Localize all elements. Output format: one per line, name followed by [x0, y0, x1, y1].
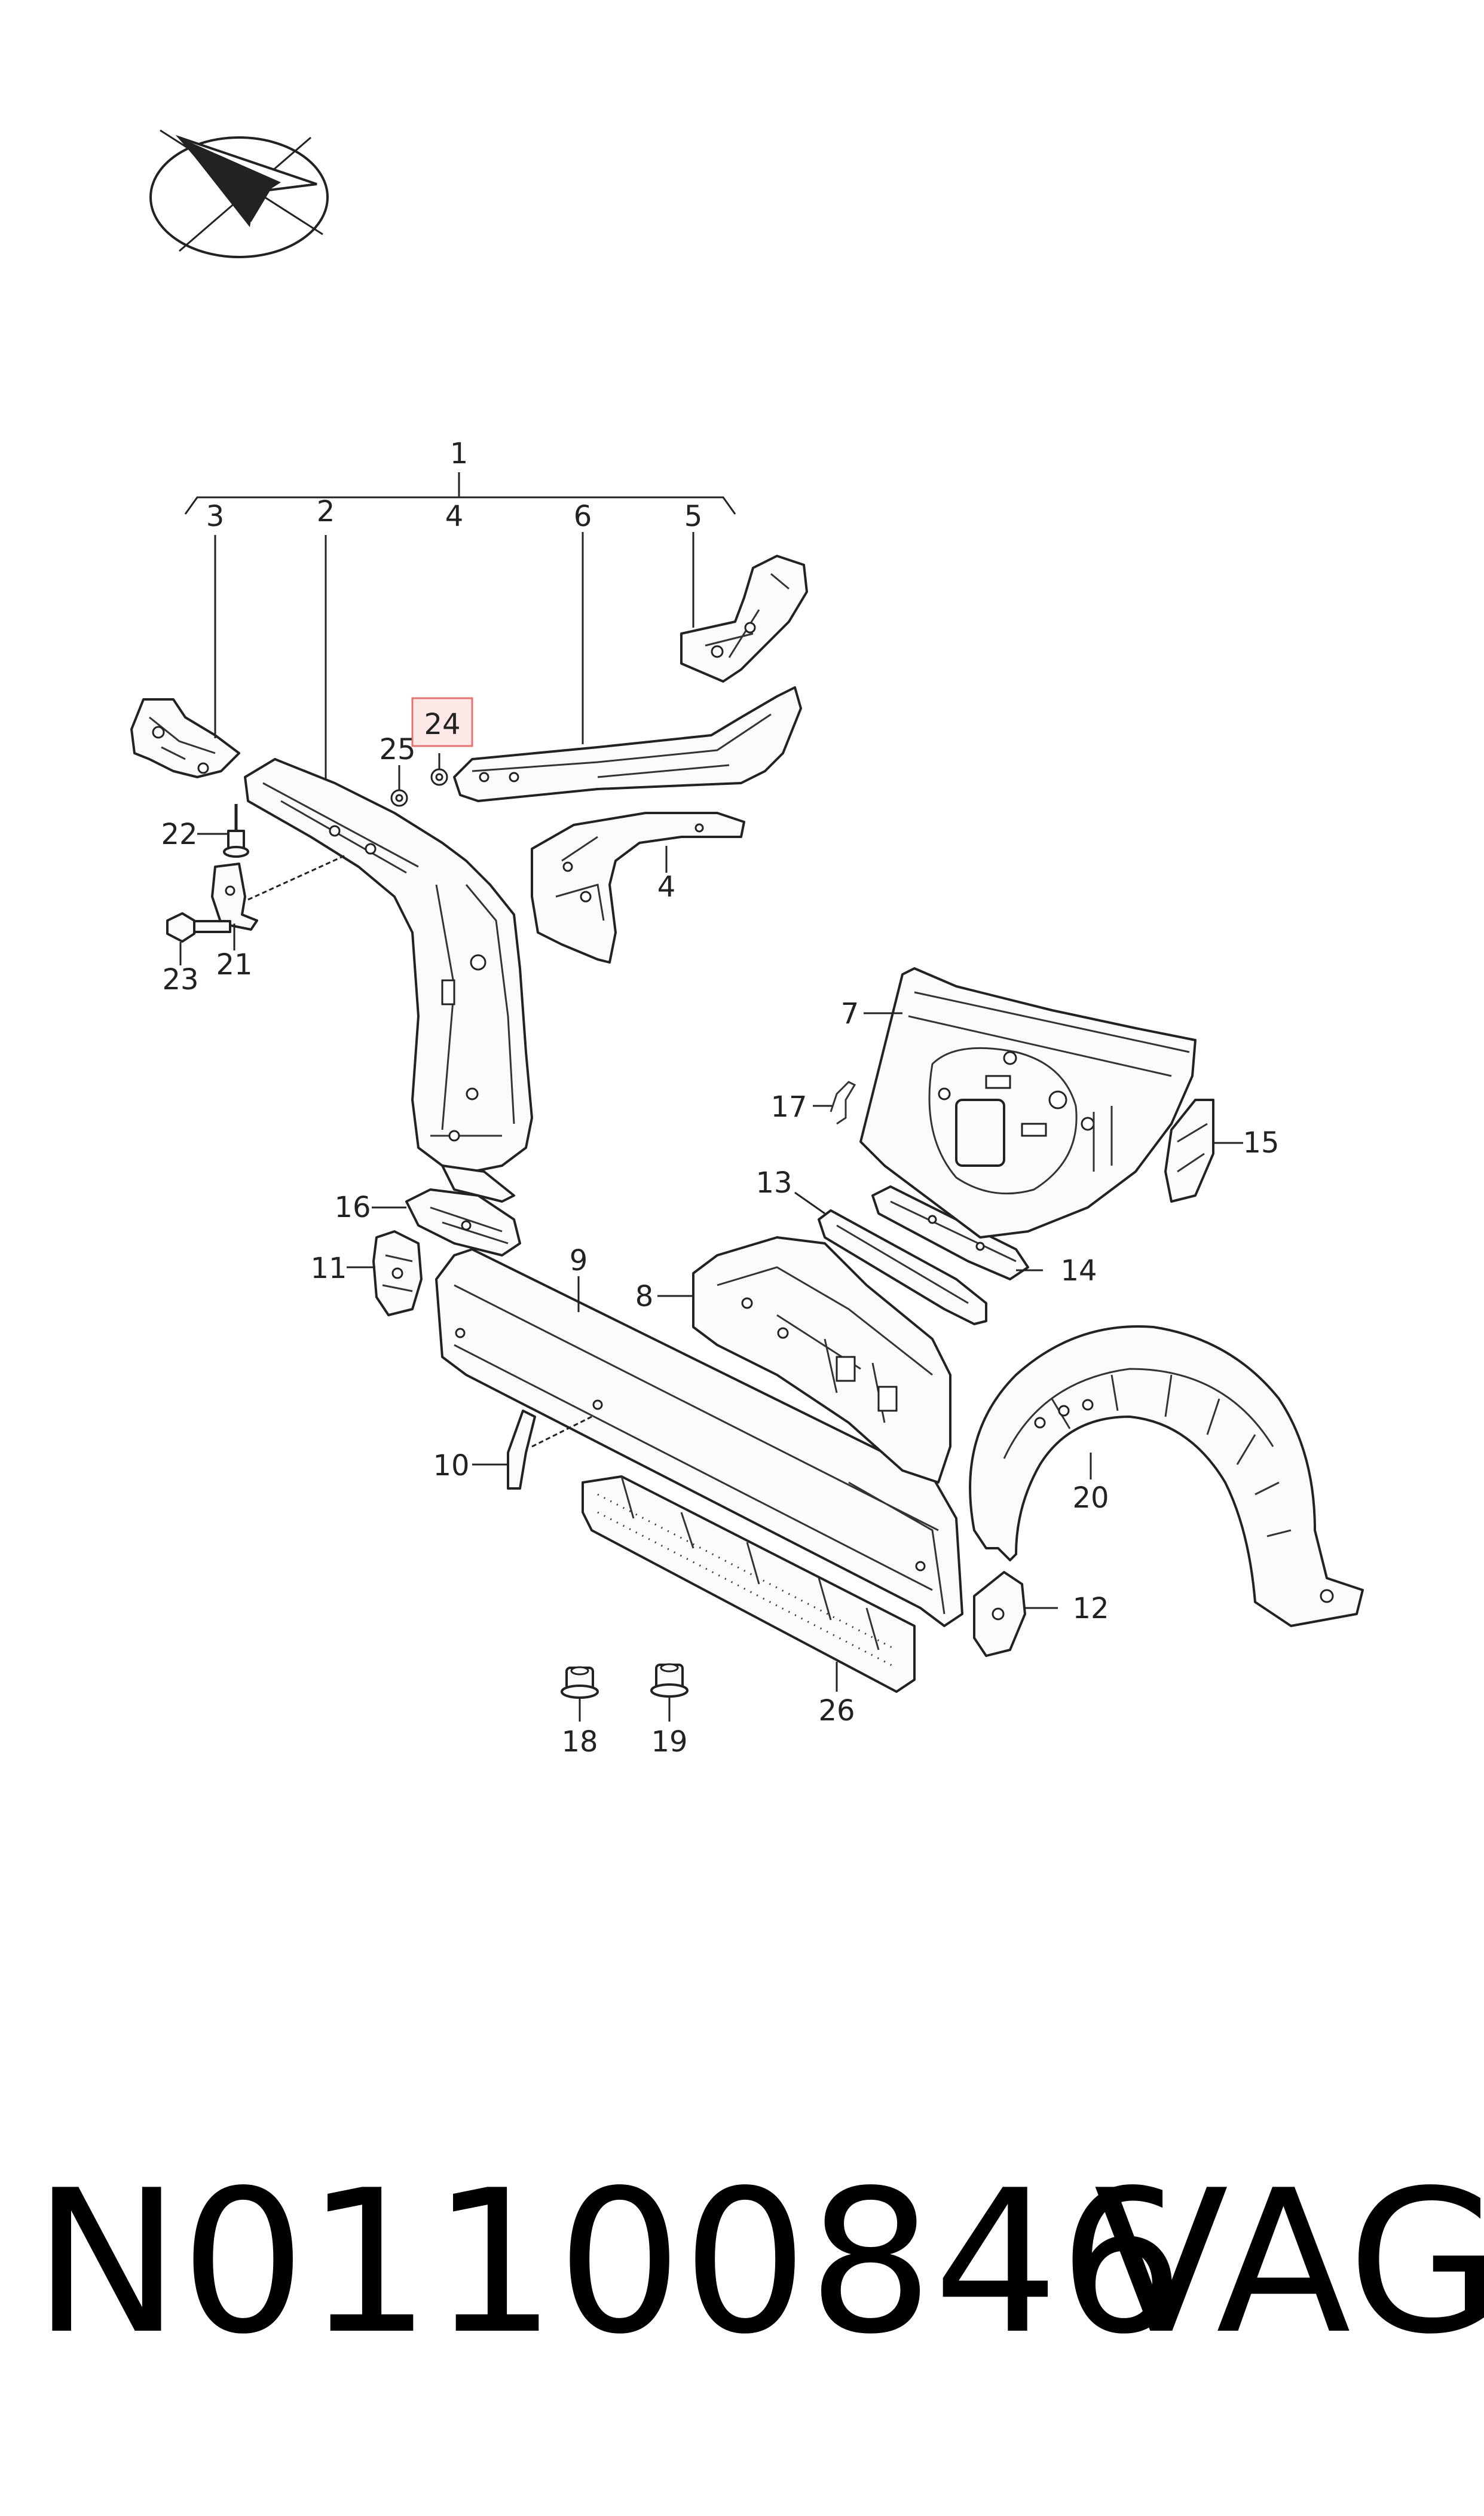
part-17 — [830, 1081, 856, 1125]
part-22 — [223, 804, 249, 858]
part-15 — [1164, 1099, 1214, 1203]
callout-3[interactable]: 3 — [206, 500, 225, 533]
part-3 — [130, 698, 240, 778]
callout-11[interactable]: 11 — [310, 1252, 347, 1285]
part-26 — [582, 1475, 916, 1693]
callout-22[interactable]: 22 — [161, 818, 197, 851]
callout-5[interactable]: 5 — [684, 500, 703, 533]
highlight-box — [411, 697, 473, 747]
part-2-tab — [441, 1164, 515, 1203]
part-10 — [507, 1410, 536, 1490]
part-11 — [372, 1230, 423, 1316]
callout-20[interactable]: 20 — [1072, 1481, 1109, 1515]
callout-25[interactable]: 25 — [379, 733, 415, 766]
part-14 — [871, 1185, 1029, 1280]
part-6 — [453, 686, 802, 802]
part-9 — [435, 1248, 963, 1627]
part-2 — [244, 758, 533, 1173]
callout-26[interactable]: 26 — [818, 1694, 855, 1728]
callout-2[interactable]: 2 — [317, 495, 335, 528]
part-4 — [531, 812, 745, 964]
callout-16[interactable]: 16 — [334, 1191, 371, 1224]
part-8 — [692, 1236, 951, 1484]
part-16 — [405, 1188, 521, 1257]
callout-19[interactable]: 19 — [651, 1725, 687, 1759]
callout-15[interactable]: 15 — [1243, 1126, 1279, 1160]
part-7 — [859, 967, 1197, 1239]
callout-4a[interactable]: 4 — [445, 500, 464, 533]
callout-21[interactable]: 21 — [216, 948, 252, 982]
callout-8[interactable]: 8 — [635, 1280, 654, 1313]
callout-1[interactable]: 1 — [450, 437, 469, 470]
part-5 — [680, 555, 808, 683]
callout-14[interactable]: 14 — [1060, 1254, 1097, 1288]
callout-10[interactable]: 10 — [433, 1449, 469, 1482]
part-19 — [650, 1663, 689, 1698]
callout-12[interactable]: 12 — [1072, 1592, 1109, 1625]
brand-name: VAG — [1094, 2148, 1484, 2377]
callout-7[interactable]: 7 — [841, 997, 859, 1031]
part-20 — [969, 1325, 1364, 1627]
group-bracket — [184, 496, 736, 515]
part-18 — [561, 1666, 599, 1699]
callout-4b[interactable]: 4 — [657, 870, 676, 904]
part-12 — [973, 1571, 1026, 1657]
part-25 — [390, 789, 408, 807]
part-13 — [818, 1209, 987, 1325]
part-24 — [430, 768, 448, 786]
part-number: N01100846 — [33, 2148, 1185, 2377]
callout-13[interactable]: 13 — [755, 1166, 792, 1200]
callout-6[interactable]: 6 — [574, 500, 592, 533]
part-23 — [166, 912, 231, 943]
callout-23[interactable]: 23 — [162, 963, 198, 996]
callout-9[interactable]: 9 — [570, 1244, 588, 1277]
direction-arrow-icon — [149, 129, 329, 258]
part-21 — [211, 863, 258, 931]
callout-24[interactable]: 24 — [424, 708, 460, 741]
callout-18[interactable]: 18 — [561, 1725, 598, 1759]
callout-17[interactable]: 17 — [770, 1090, 807, 1124]
